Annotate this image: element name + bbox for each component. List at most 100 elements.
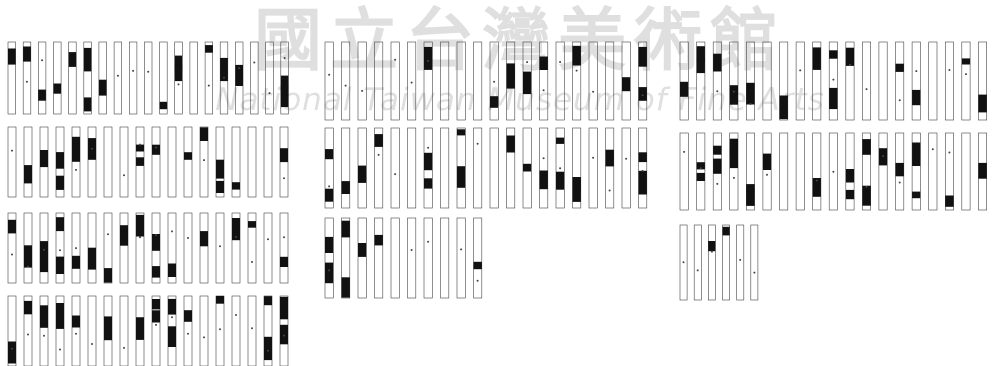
draft-marker <box>948 69 951 71</box>
draft-marker <box>235 314 237 316</box>
draft-strip <box>341 217 351 299</box>
draft-segment <box>280 324 288 345</box>
draft-marker <box>27 265 29 268</box>
draft-strip <box>98 41 107 115</box>
draft-segment <box>174 64 183 82</box>
draft-segment <box>424 178 433 189</box>
draft-strip <box>961 41 971 121</box>
draft-segment <box>152 234 160 251</box>
draft-strip <box>231 212 241 284</box>
draft-panel <box>679 41 988 121</box>
draft-segment <box>325 149 334 160</box>
draft-segment <box>232 182 240 190</box>
draft-strip <box>679 41 689 121</box>
draft-segment <box>136 317 144 339</box>
draft-strip <box>189 41 198 115</box>
draft-segment <box>812 47 821 70</box>
draft-segment <box>184 152 192 160</box>
draft-marker <box>107 233 109 236</box>
draft-marker <box>75 332 77 335</box>
draft-segment <box>168 298 176 315</box>
draft-strip <box>215 295 225 366</box>
draft-strip <box>55 295 65 366</box>
draft-segment <box>8 48 16 65</box>
draft-segment <box>280 84 289 108</box>
draft-marker <box>187 332 189 335</box>
draft-marker <box>865 88 868 91</box>
draft-marker <box>155 146 157 149</box>
draft-strip <box>265 41 274 115</box>
draft-strip <box>539 41 549 121</box>
draft-strip <box>390 127 400 209</box>
draft-segment <box>746 82 755 105</box>
draft-strip <box>71 295 81 366</box>
draft-segment <box>961 58 971 65</box>
draft-marker <box>696 269 699 272</box>
draft-strip <box>473 41 483 121</box>
draft-segment <box>341 181 350 194</box>
draft-strip <box>961 132 971 211</box>
draft-strip <box>555 41 565 121</box>
draft-marker <box>91 147 93 150</box>
draft-strip <box>247 126 257 198</box>
draft-segment <box>829 50 838 59</box>
draft-strip <box>779 41 789 121</box>
draft-segment <box>713 145 722 155</box>
draft-marker <box>699 167 702 170</box>
draft-segment <box>605 154 614 167</box>
draft-strip <box>37 41 47 115</box>
draft-marker <box>427 146 430 149</box>
draft-marker <box>283 236 285 239</box>
draft-strip <box>762 132 772 211</box>
draft-strip <box>779 132 789 211</box>
draft-segment <box>136 144 144 152</box>
draft-strip <box>263 126 273 198</box>
draft-segment <box>696 172 705 181</box>
draft-segment <box>40 305 48 318</box>
draft-strip <box>22 41 32 115</box>
draft-segment <box>40 316 48 328</box>
draft-strip <box>845 41 855 121</box>
draft-panel <box>7 41 289 115</box>
draft-strip <box>119 295 129 366</box>
draft-segment <box>220 57 228 82</box>
draft-strip <box>712 41 722 121</box>
draft-strip <box>103 212 113 284</box>
draft-segment <box>696 162 705 170</box>
draft-strip <box>7 126 17 198</box>
draft-marker <box>11 149 13 152</box>
draft-strip <box>135 212 145 284</box>
draft-segment <box>713 53 722 72</box>
draft-strip <box>489 41 499 121</box>
draft-marker <box>683 150 686 153</box>
draft-panel <box>7 126 289 198</box>
draft-segment <box>912 142 921 166</box>
draft-segment <box>638 87 647 101</box>
draft-segment <box>506 69 515 89</box>
draft-segment <box>184 310 192 322</box>
draft-panel <box>7 212 289 284</box>
draft-marker <box>203 159 205 162</box>
draft-marker <box>147 70 150 73</box>
draft-marker <box>832 78 835 81</box>
draft-marker <box>123 346 125 349</box>
draft-segment <box>895 162 904 177</box>
draft-strip <box>895 41 905 121</box>
draft-marker <box>59 249 61 252</box>
draft-strip <box>263 295 273 366</box>
draft-marker <box>235 235 237 238</box>
draft-strip <box>588 127 598 209</box>
draft-marker <box>91 343 93 345</box>
draft-strip <box>144 41 153 115</box>
draft-strip <box>812 132 822 211</box>
draft-strip <box>679 132 689 211</box>
draft-strip <box>693 224 702 301</box>
draft-strip <box>39 295 49 366</box>
draft-segment <box>490 96 499 108</box>
draft-marker <box>641 169 644 172</box>
draft-segment <box>845 47 855 66</box>
draft-segment <box>280 256 288 267</box>
draft-marker <box>377 153 380 156</box>
draft-strip <box>828 132 838 211</box>
draft-strip <box>151 295 161 366</box>
